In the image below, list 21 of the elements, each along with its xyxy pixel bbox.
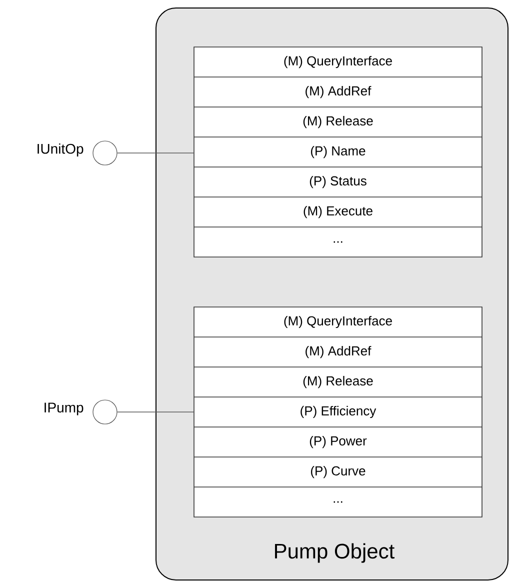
table-row: (M) QueryInterface xyxy=(284,56,392,68)
interface-circle xyxy=(92,400,118,424)
table-row: (M) AddRef xyxy=(306,86,372,98)
table-row: (M) Release xyxy=(303,376,373,388)
table-row: (M) Execute xyxy=(304,206,372,218)
interface-label: IUnitOp xyxy=(38,143,84,157)
table-row: (P) Efficiency xyxy=(300,406,376,418)
table-row: (M) Release xyxy=(303,116,373,128)
interface-label: IPump xyxy=(44,402,84,416)
interface-table xyxy=(194,306,482,518)
interface-circle xyxy=(92,140,118,166)
table-row: ... xyxy=(334,501,342,503)
table-row: (P) Name xyxy=(311,146,366,158)
table-row: (M) QueryInterface xyxy=(284,316,392,328)
table-row: (M) AddRef xyxy=(306,346,372,358)
table-row: (P) Curve xyxy=(311,466,366,478)
connector-line xyxy=(116,152,194,154)
table-row: ... xyxy=(334,241,342,243)
interface-table xyxy=(194,46,482,258)
table-row: (P) Status xyxy=(310,176,366,188)
table-row: (P) Power xyxy=(310,436,367,448)
